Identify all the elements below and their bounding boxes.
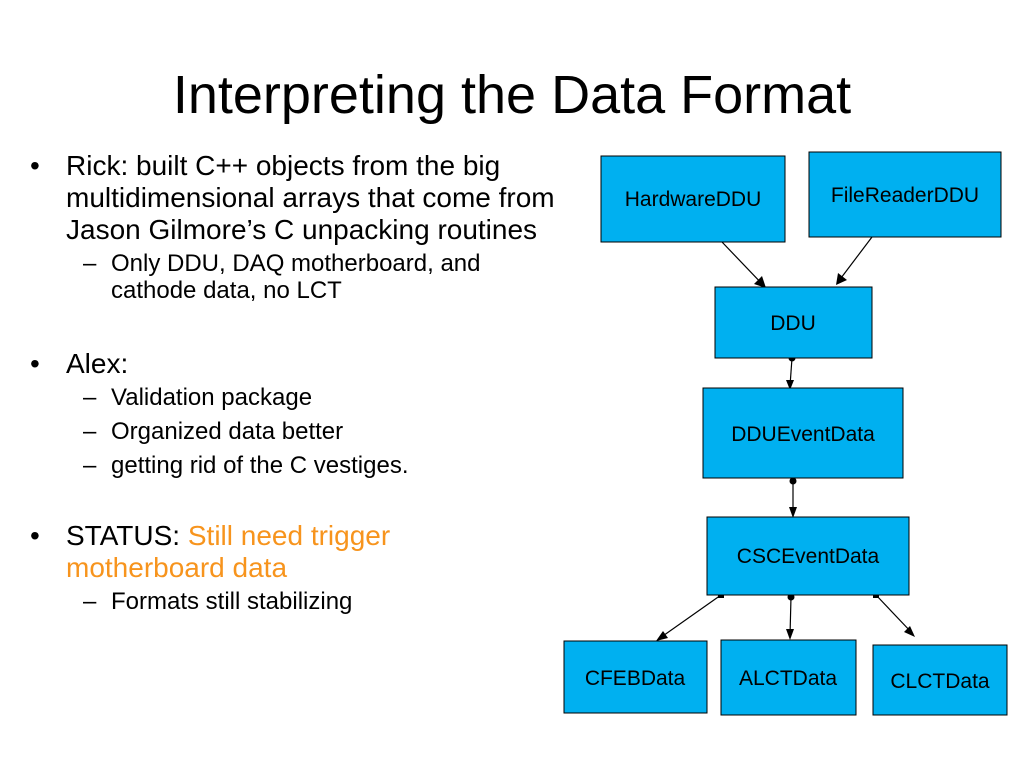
edge-filereaderddu-ddu xyxy=(837,236,873,283)
node-label: CFEBData xyxy=(585,667,686,690)
node-box xyxy=(600,155,786,243)
node-clctdata: CLCTData xyxy=(872,644,1008,716)
slide-title: Interpreting the Data Format xyxy=(172,65,852,125)
sub-bullet-list: Only DDU, DAQ motherboard, and cathode d… xyxy=(66,250,600,304)
node-box xyxy=(872,644,1008,716)
bullet-text: Alex: xyxy=(66,348,129,379)
arrowhead xyxy=(656,631,668,641)
arrowhead xyxy=(789,507,797,518)
node-label: HardwareDDU xyxy=(625,188,762,211)
node-alctdata: ALCTData xyxy=(720,639,857,716)
sub-bullet-item: Organized data better xyxy=(66,418,600,445)
node-cfebdata: CFEBData xyxy=(563,640,708,714)
node-box xyxy=(808,151,1002,238)
bullet-list: Rick: built C++ objects from the big mul… xyxy=(30,150,600,615)
node-box xyxy=(563,640,708,714)
bullet-text: Rick: built C++ objects from the big mul… xyxy=(66,150,555,245)
sub-bullet-list: Validation package Organized data better… xyxy=(66,384,600,479)
bullet-item: Alex: Validation package Organized data … xyxy=(30,348,600,479)
node-box xyxy=(720,639,857,716)
edge-hardwareddu-ddu xyxy=(721,241,766,288)
bullet-text: STATUS: Still need trigger motherboard d… xyxy=(66,520,486,584)
sub-bullet-list: Formats still stabilizing xyxy=(66,588,600,615)
arrowhead xyxy=(904,626,915,637)
node-csceventdata: CSCEventData xyxy=(706,516,910,596)
node-ddu: DDU xyxy=(714,286,873,359)
edge-csceventdata-cfebdata xyxy=(659,594,722,639)
node-box xyxy=(706,516,910,596)
node-label: ALCTData xyxy=(739,667,837,690)
bullet-item: Rick: built C++ objects from the big mul… xyxy=(30,150,600,304)
node-filereaderddu: FileReaderDDU xyxy=(808,151,1002,238)
node-label: CLCTData xyxy=(890,670,990,693)
arrowhead xyxy=(786,380,794,390)
node-label: FileReaderDDU xyxy=(831,184,979,207)
node-ddueventdata: DDUEventData xyxy=(702,387,904,479)
node-hardwareddu: HardwareDDU xyxy=(600,155,786,243)
status-highlight: Still need trigger motherboard data xyxy=(66,520,391,583)
node-label: DDU xyxy=(770,312,816,335)
node-box xyxy=(702,387,904,479)
arrowhead xyxy=(836,273,847,285)
arrowhead xyxy=(786,629,794,640)
sub-bullet-item: Formats still stabilizing xyxy=(66,588,600,615)
status-label: STATUS: xyxy=(66,520,188,551)
sub-bullet-item: Validation package xyxy=(66,384,600,411)
sub-bullet-item: getting rid of the C vestiges. xyxy=(66,452,600,479)
node-label: DDUEventData xyxy=(731,423,875,446)
node-label: CSCEventData xyxy=(737,545,880,568)
arrowhead xyxy=(754,276,766,288)
sub-bullet-item: Only DDU, DAQ motherboard, and cathode d… xyxy=(66,250,551,304)
bullet-item: STATUS: Still need trigger motherboard d… xyxy=(30,520,600,615)
node-box xyxy=(714,286,873,359)
edge-csceventdata-clctdata xyxy=(875,594,914,635)
